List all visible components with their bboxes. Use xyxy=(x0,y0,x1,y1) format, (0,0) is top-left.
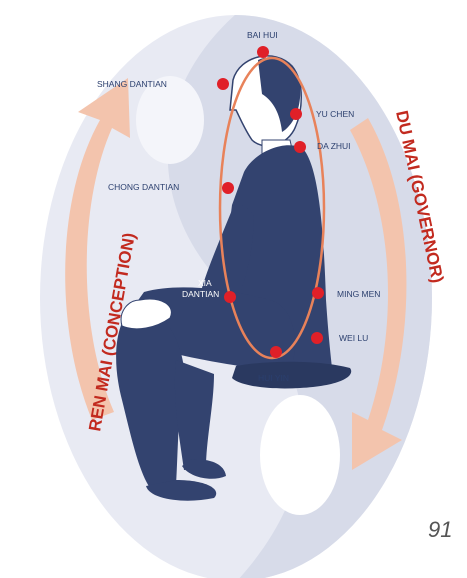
point-xia-dantian xyxy=(224,291,236,303)
label-xia: XIA xyxy=(198,278,212,288)
label-dantian: DANTIAN xyxy=(182,289,219,299)
label-shang-dantian: SHANG DANTIAN xyxy=(97,79,167,89)
label-wei-lu: WEI LU xyxy=(339,333,368,343)
point-ming-men xyxy=(312,287,324,299)
point-wei-lu xyxy=(311,332,323,344)
point-shang-dantian xyxy=(217,78,229,90)
point-da-zhui xyxy=(294,141,306,153)
point-hui-yin xyxy=(270,346,282,358)
point-yu-chen xyxy=(290,108,302,120)
label-hui-yin: HUI YIN xyxy=(258,373,289,383)
page-number: 91 xyxy=(428,517,452,543)
label-bai-hui: BAI HUI xyxy=(247,30,278,40)
label-ming-men: MING MEN xyxy=(337,289,380,299)
label-chong-dantian: CHONG DANTIAN xyxy=(108,182,179,192)
point-chong-dantian xyxy=(222,182,234,194)
label-da-zhui: DA ZHUI xyxy=(317,141,351,151)
point-bai-hui xyxy=(257,46,269,58)
label-yu-chen: YU CHEN xyxy=(316,109,354,119)
